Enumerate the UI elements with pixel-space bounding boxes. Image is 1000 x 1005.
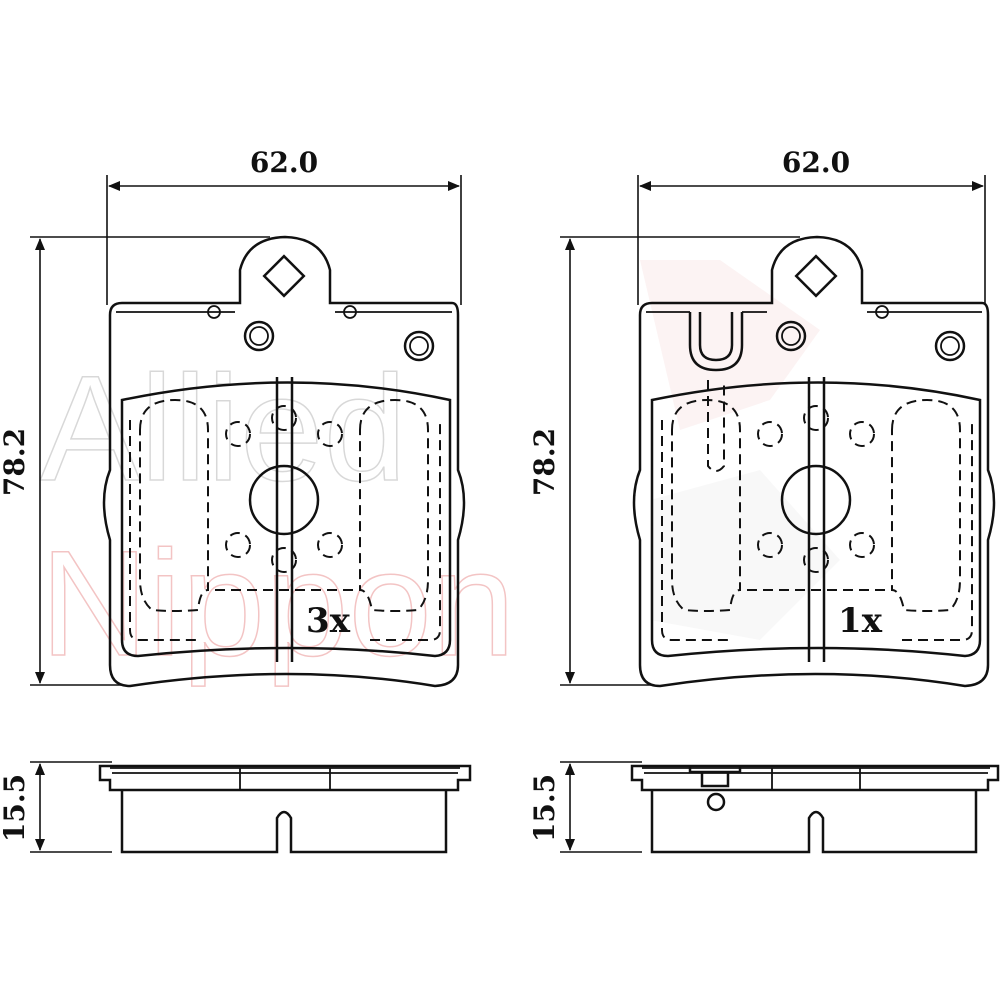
right-pad-rivet-2-inner (940, 336, 960, 356)
right-pad-rivet-1-inner (781, 326, 801, 346)
left-pad-dashed-slot-right (359, 398, 429, 612)
right-pad-side-sensor-hole (706, 792, 726, 812)
right-pad-dot-5 (803, 405, 829, 431)
watermark-line1: Allied (40, 344, 407, 512)
left-pad-rivet-1 (243, 320, 275, 352)
right-width-label: 62.0 (782, 146, 850, 179)
left-pad-outline (102, 235, 466, 688)
right-pad-side-plate (630, 764, 1000, 792)
left-pad-mount-hole (262, 254, 306, 298)
watermark-logo-shape-2 (650, 470, 840, 640)
left-pad-notch-1 (207, 305, 221, 319)
right-pad-notch-1 (875, 305, 889, 319)
left-pad-dashed-outline (129, 420, 441, 641)
left-height-label: 78.2 (0, 428, 31, 496)
right-pad-center-circle (780, 464, 852, 536)
left-pad-rivet-1-inner (249, 326, 269, 346)
right-pad-mount-hole (794, 254, 838, 298)
right-pad-dot-2 (849, 421, 875, 447)
left-pad-drawing: 62.0 78.2 3x (0, 146, 472, 854)
right-pad-dashed-slot-left (671, 398, 741, 612)
right-pad-friction-outline (650, 381, 982, 658)
right-pad-outline (632, 235, 996, 688)
right-pad-dashed-outline (661, 420, 973, 641)
left-pad-notch-2 (343, 305, 357, 319)
right-pad-dot-6 (803, 547, 829, 573)
left-pad-side-shim (110, 767, 460, 790)
left-pad-rivet-2 (403, 330, 435, 362)
right-pad-sensor-wire (707, 380, 725, 472)
left-pad-dot-4 (317, 532, 343, 558)
left-thickness-label: 15.5 (0, 774, 31, 842)
left-width-label: 62.0 (250, 146, 318, 179)
left-pad-dot-3 (225, 532, 251, 558)
right-thickness-label: 15.5 (528, 774, 561, 842)
right-pad-drawing: 62.0 78.2 1x 15.5 (528, 146, 1000, 854)
left-pad-dot-2 (317, 421, 343, 447)
left-pad-friction-outline (120, 381, 452, 658)
right-pad-side-shim (642, 767, 990, 790)
left-pad-side-friction (120, 790, 448, 854)
right-pad-side-friction (650, 790, 978, 854)
right-pad-rivet-1 (775, 320, 807, 352)
right-pad-dot-1 (757, 421, 783, 447)
left-pad-dot-6 (271, 547, 297, 573)
right-pad-dashed-slot-right (891, 398, 961, 612)
right-pad-rivet-2 (934, 330, 966, 362)
right-height-label: 78.2 (528, 428, 561, 496)
left-pad-side-plate (98, 764, 472, 792)
right-pad-side-sensor (688, 766, 742, 788)
right-pad-sensor-slot (688, 312, 744, 372)
left-pad-dot-1 (225, 421, 251, 447)
left-pad-rivet-2-inner (409, 336, 429, 356)
left-pad-dot-5 (271, 405, 297, 431)
right-quantity-label: 1x (838, 601, 883, 641)
left-pad-dashed-slot-left (139, 398, 209, 612)
right-pad-dot-3 (757, 532, 783, 558)
left-pad-center-circle (248, 464, 320, 536)
right-pad-dot-4 (849, 532, 875, 558)
left-quantity-label: 3x (306, 601, 351, 641)
